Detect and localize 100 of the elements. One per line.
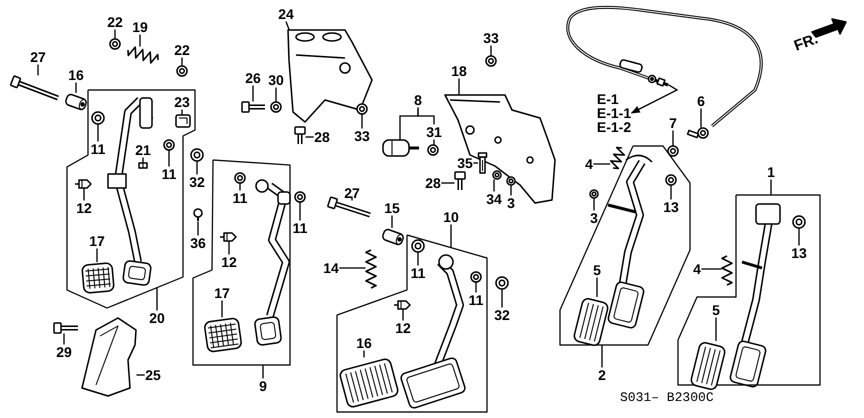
callout-number: 8 [414, 93, 422, 107]
leader-line [228, 242, 230, 254]
bolt-icon [454, 171, 466, 190]
callout-number: 17 [214, 286, 230, 300]
callout-number: 4 [585, 157, 593, 171]
spring-icon [127, 46, 159, 64]
leader-line [339, 267, 366, 269]
spring-icon [721, 255, 733, 286]
spring-icon [365, 249, 377, 289]
callout-number: 30 [268, 73, 284, 87]
bolt-icon [53, 322, 78, 334]
callout-number: 16 [68, 68, 84, 82]
clip-icon [193, 208, 203, 221]
bolt-icon [241, 101, 265, 113]
arrow [630, 84, 678, 114]
nut-icon [492, 170, 502, 180]
leader-line [63, 334, 65, 344]
leader-line [490, 46, 492, 56]
nut-icon [485, 55, 497, 67]
callout-number: 28 [314, 130, 330, 144]
callout-number: 11 [410, 266, 426, 280]
callout-number: 32 [494, 308, 510, 322]
callout-number: 15 [384, 201, 400, 215]
callout-number: 33 [354, 129, 370, 143]
leader-line [196, 162, 198, 174]
callout-number: 17 [89, 234, 105, 248]
callout-number: 11 [162, 167, 176, 181]
leader-line [97, 124, 99, 142]
switch-icon [382, 139, 419, 157]
callout-number: 11 [292, 221, 308, 235]
cable-end-icon [648, 74, 669, 87]
nut-icon [792, 215, 806, 229]
callout-number: 27 [344, 186, 360, 200]
leader-line [493, 180, 495, 192]
leader-line [441, 182, 454, 184]
bushing-icon [91, 111, 105, 125]
callout-number: 32 [189, 175, 205, 189]
leader-line [701, 268, 722, 270]
assembly-frame [560, 146, 690, 345]
pin-icon [478, 152, 488, 174]
cable-end-icon [686, 127, 709, 139]
callout-number: 29 [56, 345, 72, 359]
leader-line [96, 248, 98, 262]
leader-line [197, 222, 199, 236]
reference-code: E-1-2 [596, 120, 632, 134]
leader-line [136, 374, 145, 376]
leader-line [475, 282, 477, 292]
callout-number: 10 [443, 210, 459, 224]
callout-number: 28 [425, 176, 441, 190]
nut-icon [667, 145, 679, 157]
leader-line [770, 180, 772, 195]
leader-line [670, 186, 672, 200]
bushing-icon [163, 139, 175, 151]
reference-code: E-1 [596, 92, 620, 106]
leader-line [351, 196, 353, 200]
callout-number: 25 [145, 368, 161, 382]
bolt-icon [10, 75, 59, 100]
leader-line [672, 130, 674, 146]
callout-number: 22 [107, 15, 123, 29]
callout-number: 12 [395, 321, 411, 335]
clip-icon [175, 114, 191, 128]
spring-icon [610, 146, 626, 170]
leader-line [700, 108, 702, 128]
leader-line [156, 288, 158, 310]
nut-icon [270, 101, 282, 113]
bolt-icon [294, 126, 306, 144]
callout-number: 9 [259, 379, 267, 393]
pedal-pad-icon [81, 262, 115, 294]
nut-icon [665, 174, 677, 186]
leader-line [139, 34, 141, 47]
callout-number: 3 [590, 211, 598, 225]
callout-number: 3 [507, 196, 515, 210]
pedal-cover-icon [81, 317, 137, 397]
leader-line [37, 64, 39, 76]
leader-line [363, 350, 365, 358]
leader-line [299, 202, 301, 220]
nut-icon [495, 276, 509, 290]
pedal-bracket-drawing [287, 29, 373, 123]
callout-number: 13 [791, 246, 807, 260]
leader-line [391, 216, 393, 228]
leader-line [275, 88, 277, 102]
leader-line [596, 278, 598, 297]
pedal-pad-icon [203, 317, 243, 353]
nut-icon [589, 189, 599, 199]
assembly-frame [337, 235, 487, 412]
callout-number: 35 [457, 156, 473, 170]
callout-number: 6 [697, 94, 705, 108]
bushing-icon [234, 172, 246, 184]
leader-line [306, 136, 314, 138]
leader-line [262, 365, 264, 378]
leader-line [510, 186, 512, 196]
leader-line [285, 21, 290, 30]
leader-line [450, 224, 452, 248]
direction-label: FR. [792, 30, 820, 55]
nut-icon [356, 103, 368, 115]
reference-code: E-1-1 [596, 106, 632, 120]
callout-number: 13 [663, 200, 679, 214]
bushing-icon [411, 239, 425, 253]
nut-icon [109, 38, 121, 50]
callout-number: 11 [90, 142, 106, 156]
